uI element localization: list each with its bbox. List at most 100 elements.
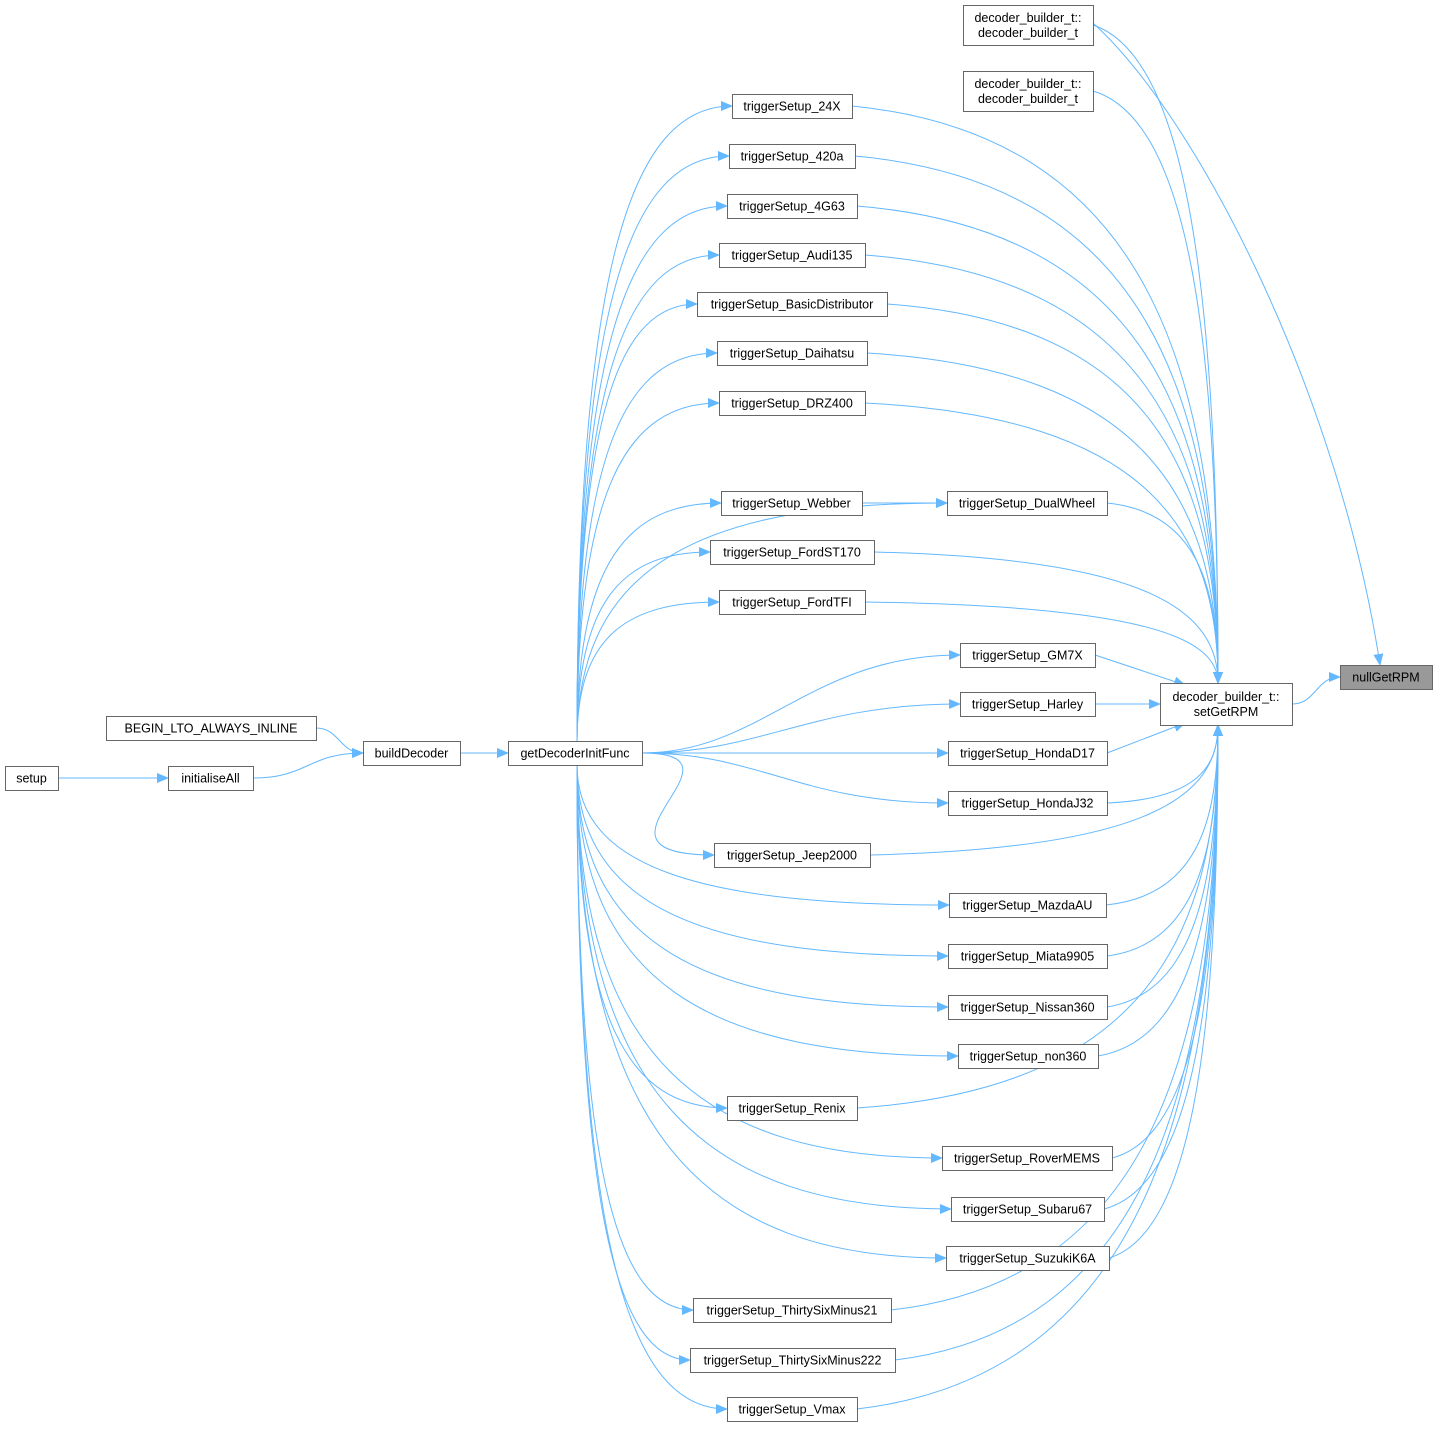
node-box	[732, 94, 853, 119]
edge-getinit-to-tst170	[576, 547, 711, 742]
node-box	[363, 741, 461, 766]
edge-getinit-to-t3621	[576, 764, 694, 1315]
node-tvmax[interactable]: triggerSetup_Vmax	[727, 1397, 858, 1422]
node-label: triggerSetup_Webber	[732, 497, 851, 511]
node-tbasic[interactable]: triggerSetup_BasicDistributor	[697, 292, 888, 317]
edge-tst170-to-setget	[873, 551, 1223, 684]
node-tst170[interactable]: triggerSetup_FordST170	[710, 540, 875, 565]
edge-ttfi-to-setget	[864, 601, 1223, 684]
edge-trover-to-setget	[1111, 724, 1223, 1159]
node-nullget[interactable]: nullGetRPM	[1340, 665, 1433, 690]
node-label: triggerSetup_Harley	[972, 698, 1084, 712]
node-box	[727, 194, 858, 219]
node-label: decoder_builder_t	[978, 26, 1079, 40]
node-box	[693, 1298, 892, 1323]
node-t3621[interactable]: triggerSetup_ThirtySixMinus21	[693, 1298, 892, 1323]
edge-getinit-to-tvmax	[576, 764, 728, 1414]
edge-getinit-to-tdaih	[576, 348, 718, 742]
node-td17[interactable]: triggerSetup_HondaD17	[948, 741, 1108, 766]
node-tsuzuki[interactable]: triggerSetup_SuzukiK6A	[946, 1246, 1110, 1271]
node-label: getDecoderInitFunc	[520, 747, 629, 761]
node-build[interactable]: buildDecoder	[363, 741, 461, 766]
node-taudi[interactable]: triggerSetup_Audi135	[719, 243, 866, 268]
node-box	[729, 144, 856, 169]
node-begin[interactable]: BEGIN_LTO_ALWAYS_INLINE	[106, 716, 317, 741]
node-label: triggerSetup_FordTFI	[732, 596, 852, 610]
node-dbt1[interactable]: decoder_builder_t::decoder_builder_t	[963, 5, 1094, 46]
edge-getinit-to-tjeep	[641, 752, 715, 860]
edge-getinit-to-taudi	[576, 250, 720, 742]
edge-t24x-to-setget	[851, 105, 1223, 684]
node-getinit[interactable]: getDecoderInitFunc	[508, 741, 643, 766]
node-label: triggerSetup_DualWheel	[959, 497, 1095, 511]
node-twebber[interactable]: triggerSetup_Webber	[721, 491, 863, 516]
node-tdaih[interactable]: triggerSetup_Daihatsu	[717, 341, 868, 366]
node-tdrz[interactable]: triggerSetup_DRZ400	[719, 391, 866, 416]
edge-tmazda-to-setget	[1105, 724, 1223, 906]
edge-tvmax-to-setget	[856, 724, 1223, 1410]
node-t4g63[interactable]: triggerSetup_4G63	[727, 194, 858, 219]
node-box	[958, 1044, 1099, 1069]
node-box	[948, 791, 1108, 816]
edge-tdaih-to-setget	[866, 352, 1223, 684]
node-tnon360[interactable]: triggerSetup_non360	[958, 1044, 1099, 1069]
node-tj32[interactable]: triggerSetup_HondaJ32	[948, 791, 1108, 816]
edge-getinit-to-tharley	[641, 699, 961, 754]
edge-getinit-to-tnon360	[576, 764, 959, 1061]
node-label: nullGetRPM	[1352, 671, 1419, 685]
edge-tmiata-to-setget	[1106, 724, 1223, 957]
node-box	[942, 1146, 1113, 1171]
node-trenix[interactable]: triggerSetup_Renix	[727, 1096, 858, 1121]
node-initall[interactable]: initialiseAll	[168, 766, 254, 791]
node-trover[interactable]: triggerSetup_RoverMEMS	[942, 1146, 1113, 1171]
node-label: triggerSetup_FordST170	[723, 546, 861, 560]
node-tsubaru[interactable]: triggerSetup_Subaru67	[951, 1197, 1105, 1222]
edge-getinit-to-t24x	[576, 101, 733, 742]
edge-tbasic-to-setget	[886, 303, 1223, 684]
node-t420a[interactable]: triggerSetup_420a	[729, 144, 856, 169]
node-tjeep[interactable]: triggerSetup_Jeep2000	[714, 843, 871, 868]
edge-t420a-to-setget	[854, 155, 1223, 684]
node-box	[690, 1348, 896, 1373]
edge-getinit-to-tj32	[641, 752, 949, 808]
node-label: decoder_builder_t::	[974, 11, 1081, 25]
node-tgm7x[interactable]: triggerSetup_GM7X	[960, 643, 1096, 668]
node-t24x[interactable]: triggerSetup_24X	[732, 94, 853, 119]
node-tmazda[interactable]: triggerSetup_MazdaAU	[949, 893, 1107, 918]
node-box	[951, 1197, 1105, 1222]
node-label: initialiseAll	[181, 772, 239, 786]
edge-initall-to-build	[252, 748, 364, 779]
node-label: decoder_builder_t::	[974, 77, 1081, 91]
node-box	[963, 5, 1094, 46]
edge-getinit-to-tsubaru	[576, 764, 952, 1214]
node-setup[interactable]: setup	[5, 766, 59, 791]
node-ttfi[interactable]: triggerSetup_FordTFI	[719, 590, 866, 615]
node-label: triggerSetup_Daihatsu	[730, 347, 854, 361]
node-tnissan[interactable]: triggerSetup_Nissan360	[948, 995, 1108, 1020]
node-box	[960, 692, 1096, 717]
node-label: triggerSetup_GM7X	[972, 649, 1083, 663]
node-box	[717, 341, 868, 366]
node-tdual[interactable]: triggerSetup_DualWheel	[947, 491, 1108, 516]
node-label: triggerSetup_420a	[741, 150, 844, 164]
edge-getinit-to-tbasic	[576, 299, 698, 742]
node-label: setGetRPM	[1194, 705, 1259, 719]
edge-tjeep-to-setget	[869, 724, 1223, 856]
node-box	[5, 766, 59, 791]
node-t36222[interactable]: triggerSetup_ThirtySixMinus222	[690, 1348, 896, 1373]
node-box	[719, 590, 866, 615]
node-tmiata[interactable]: triggerSetup_Miata9905	[948, 944, 1108, 969]
edge-getinit-to-trover	[576, 764, 943, 1163]
node-label: triggerSetup_SuzukiK6A	[959, 1252, 1096, 1266]
node-label: triggerSetup_Vmax	[738, 1403, 846, 1417]
node-label: triggerSetup_Nissan360	[960, 1001, 1094, 1015]
node-setget[interactable]: decoder_builder_t::setGetRPM	[1160, 683, 1293, 726]
edge-getinit-to-tmiata	[576, 764, 949, 961]
node-box	[727, 1096, 858, 1121]
edge-getinit-to-tdrz	[576, 398, 720, 742]
edge-taudi-to-setget	[864, 254, 1223, 684]
node-box	[168, 766, 254, 791]
node-dbt2[interactable]: decoder_builder_t::decoder_builder_t	[963, 71, 1094, 112]
node-tharley[interactable]: triggerSetup_Harley	[960, 692, 1096, 717]
